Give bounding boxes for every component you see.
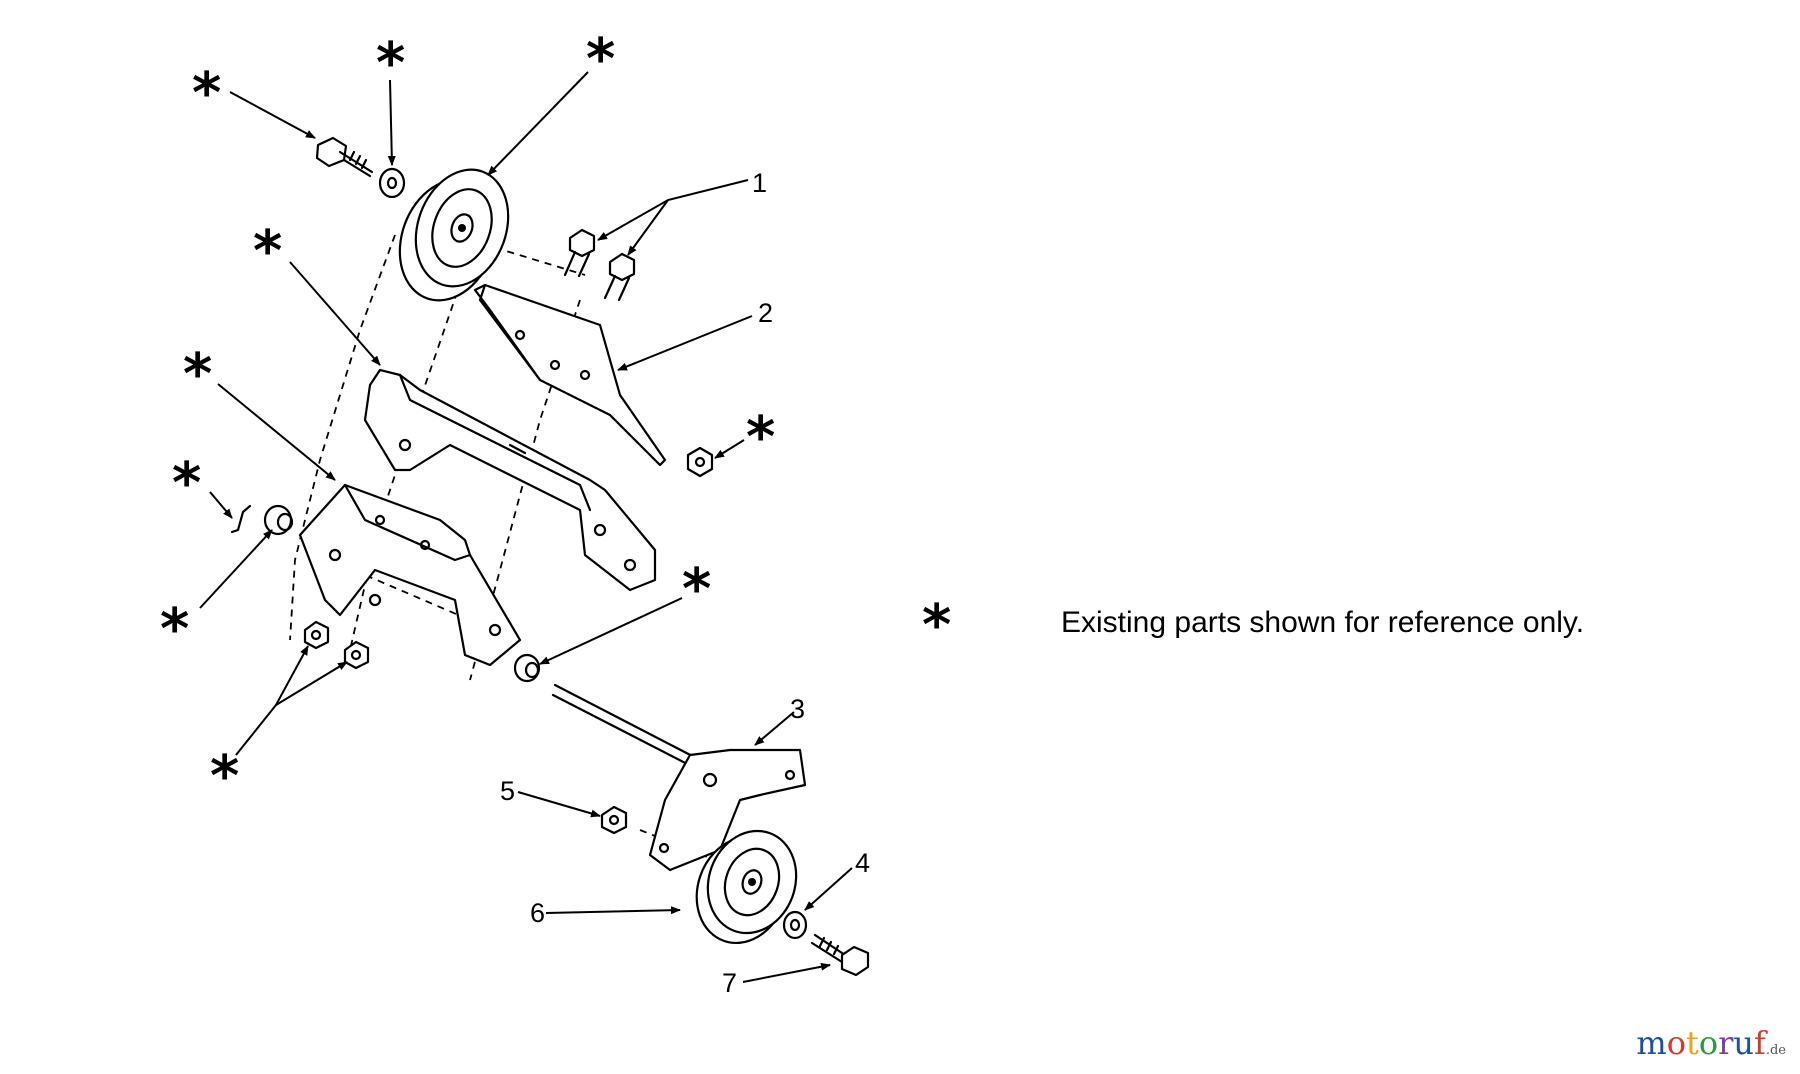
item-4-washer	[782, 910, 808, 940]
middle-bracket	[363, 368, 657, 592]
asterisk-lower-bracket: *	[183, 342, 212, 407]
reference-asterisks: * * * * * * * * * *	[160, 27, 775, 809]
asterisk-lower-nuts: *	[210, 744, 239, 809]
callout-6: 6	[530, 898, 545, 928]
callout-2: 2	[758, 298, 773, 328]
item-5-nut	[600, 805, 628, 835]
asterisk-right-nut: *	[746, 405, 775, 470]
callout-1: 1	[752, 168, 767, 198]
top-washer	[378, 167, 406, 199]
spacer-nut	[513, 653, 541, 683]
item-3-idler-arm	[551, 683, 807, 872]
callout-5: 5	[500, 776, 515, 806]
top-bolt	[315, 136, 374, 178]
asterisk-top-washer: *	[376, 31, 405, 96]
watermark-brand: motoruf	[1636, 1024, 1766, 1062]
item-callouts: 1 2 3 4 5 6 7	[500, 168, 870, 998]
legend-text: Existing parts shown for reference only.	[1061, 606, 1585, 639]
asterisk-left-bushing: *	[160, 597, 189, 662]
lower-nuts	[303, 620, 370, 670]
leader-lines	[199, 71, 853, 983]
right-nut	[686, 446, 714, 478]
callout-4: 4	[855, 848, 870, 878]
left-bushing	[263, 504, 294, 536]
watermark-logo: motoruf.de	[1636, 1024, 1786, 1062]
left-clip	[230, 504, 252, 534]
item-6-pulley	[695, 829, 798, 945]
legend-asterisk: *	[922, 593, 952, 658]
item-2-bracket	[473, 283, 667, 467]
asterisk-spacer-nut: *	[682, 557, 711, 622]
callout-7: 7	[722, 968, 737, 998]
asterisk-top-pulley: *	[586, 27, 615, 92]
item-1-bolts	[563, 228, 636, 302]
item-7-bolt	[810, 933, 870, 977]
asterisk-middle-bracket: *	[253, 219, 282, 284]
callout-3: 3	[790, 694, 805, 724]
asterisk-top-bolt: *	[192, 61, 221, 126]
asterisk-left-clip: *	[172, 451, 201, 516]
lower-bracket	[298, 483, 522, 667]
top-pulley	[398, 168, 510, 302]
watermark-tld: .de	[1765, 1043, 1786, 1058]
